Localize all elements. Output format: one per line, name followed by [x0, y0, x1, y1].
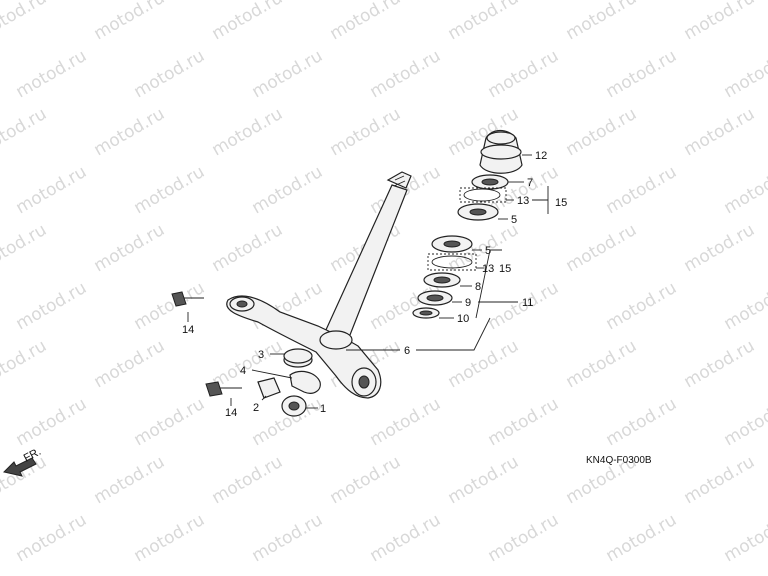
label-2: 2 — [253, 402, 259, 414]
label-7: 7 — [527, 177, 533, 189]
part-8-race — [423, 272, 461, 288]
watermark-text: motod.ru — [327, 104, 405, 160]
part-12-dust-seal — [479, 129, 523, 174]
watermark-text: motod.ru — [13, 46, 91, 102]
watermark-text: motod.ru — [681, 336, 759, 392]
label-15-upper: 15 — [555, 197, 567, 209]
watermark-text: motod.ru — [13, 510, 91, 566]
diagram-code: KN4Q-F0300B — [586, 455, 652, 466]
watermark-text: motod.ru — [563, 220, 641, 276]
watermark-text: motod.ru — [485, 394, 563, 450]
part-4-clamp — [289, 370, 321, 394]
watermark-text: motod.ru — [721, 394, 768, 450]
watermark-text: motod.ru — [721, 278, 768, 334]
label-13-upper: 13 — [517, 195, 529, 207]
part-14-bolt-upper — [171, 291, 204, 307]
watermark-text: motod.ru — [91, 452, 169, 508]
watermark-text: motod.ru — [367, 46, 445, 102]
label-15-lower: 15 — [499, 263, 511, 275]
part-labels: 12 7 13 15 5 5 13 15 8 9 11 10 6 3 4 2 1… — [182, 150, 567, 419]
watermark-text: motod.ru — [327, 452, 405, 508]
label-5-upper: 5 — [511, 214, 517, 226]
watermark-text: motod.ru — [91, 104, 169, 160]
label-14-lower: 14 — [225, 407, 237, 419]
label-4: 4 — [240, 365, 246, 377]
watermark-text: motod.ru — [721, 46, 768, 102]
watermark-text: motod.ru — [91, 220, 169, 276]
label-5-lower: 5 — [485, 245, 491, 257]
watermark-text: motod.ru — [131, 278, 209, 334]
watermark-text: motod.ru — [249, 46, 327, 102]
steering-stem — [324, 171, 412, 341]
label-13-lower: 13 — [482, 263, 494, 275]
watermark-text: motod.ru — [563, 0, 641, 44]
watermark-text: motod.ru — [0, 104, 50, 160]
part-10-washer — [412, 307, 440, 319]
watermark-text: motod.ru — [367, 510, 445, 566]
part-5-race-upper — [457, 203, 499, 221]
watermark-text: motod.ru — [367, 394, 445, 450]
watermark-text: motod.ru — [91, 336, 169, 392]
watermark-text: motod.ru — [681, 220, 759, 276]
watermark-text: motod.ru — [91, 0, 169, 44]
watermark-text: motod.ru — [327, 0, 405, 44]
part-13-balls-lower — [427, 253, 477, 271]
watermark-text: motod.ru — [485, 510, 563, 566]
part-5-race-lower — [431, 235, 473, 253]
watermark-text: motod.ru — [131, 46, 209, 102]
watermark-text: motod.ru — [563, 336, 641, 392]
bottom-bridge — [226, 295, 382, 399]
part-13-balls-upper — [459, 187, 507, 203]
label-9: 9 — [465, 297, 471, 309]
label-6: 6 — [404, 345, 410, 357]
watermark-text: motod.ru — [0, 0, 50, 44]
watermark-text: motod.ru — [603, 510, 681, 566]
watermark-text: motod.ru — [13, 162, 91, 218]
watermark-text: motod.ru — [13, 394, 91, 450]
label-11: 11 — [522, 297, 533, 309]
watermark-text: motod.ru — [445, 452, 523, 508]
watermark-text: motod.ru — [721, 162, 768, 218]
watermark-text: motod.ru — [603, 278, 681, 334]
watermark-text: motod.ru — [249, 510, 327, 566]
label-10: 10 — [457, 313, 469, 325]
part-2-bracket — [257, 377, 281, 399]
watermark-text: motod.ru — [131, 162, 209, 218]
label-1: 1 — [320, 403, 326, 415]
watermark-text: motod.ru — [445, 336, 523, 392]
watermark-text: motod.ru — [131, 510, 209, 566]
watermark-text: motod.ru — [209, 220, 287, 276]
watermark-text: motod.ru — [13, 278, 91, 334]
label-12: 12 — [535, 150, 547, 162]
watermark-text: motod.ru — [209, 0, 287, 44]
part-1-knob — [281, 395, 307, 417]
leader-lines — [187, 154, 549, 409]
watermark-text: motod.ru — [209, 452, 287, 508]
watermark-text: motod.ru — [445, 0, 523, 44]
watermark-text: motod.ru — [131, 394, 209, 450]
watermark-text: motod.ru — [603, 46, 681, 102]
part-7-race — [471, 174, 509, 190]
watermark-text: motod.ru — [681, 0, 759, 44]
watermark-text: motod.ru — [681, 452, 759, 508]
part-3-ring — [283, 348, 313, 368]
watermark-text: motod.ru — [603, 394, 681, 450]
part-14-bolt-lower — [205, 381, 242, 397]
watermark-text: motod.ru — [681, 104, 759, 160]
label-8: 8 — [475, 281, 481, 293]
watermark-text: motod.ru — [485, 46, 563, 102]
label-14-upper: 14 — [182, 324, 194, 336]
watermark-text: motod.ru — [721, 510, 768, 566]
watermark-text: motod.ru — [209, 104, 287, 160]
watermark-text: motod.ru — [0, 336, 50, 392]
watermark-text: motod.ru — [563, 104, 641, 160]
watermark-text: motod.ru — [603, 162, 681, 218]
watermark-text: motod.ru — [249, 162, 327, 218]
label-3: 3 — [258, 349, 264, 361]
watermark-text: motod.ru — [0, 220, 50, 276]
part-9-seal — [417, 290, 453, 306]
